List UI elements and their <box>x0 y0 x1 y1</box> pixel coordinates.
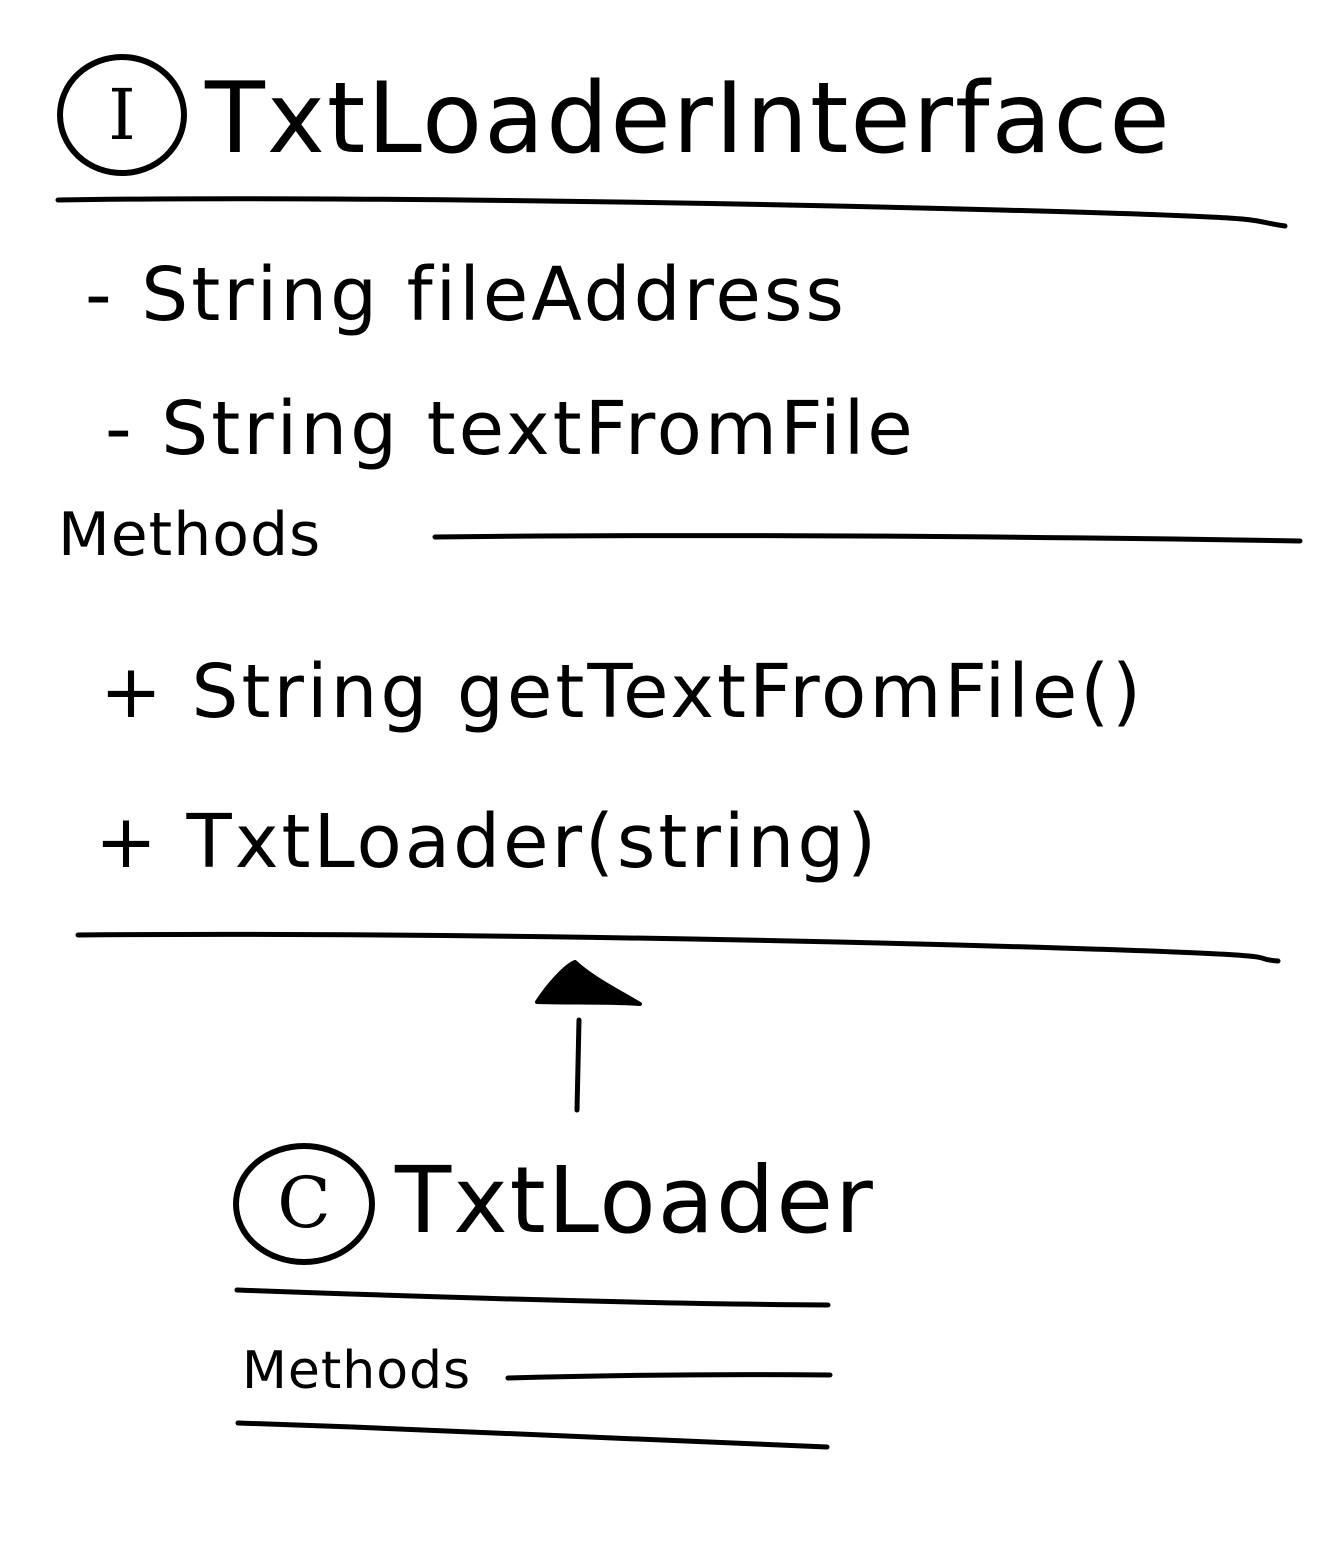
interface-badge-letter: I <box>108 74 136 156</box>
interface-methods-label: Methods <box>58 500 322 570</box>
interface-method: + String getTextFromFile() <box>100 649 1144 735</box>
interface-attribute: - String fileAddress <box>85 252 847 338</box>
interface-methods-divider <box>432 533 1303 544</box>
interface-title: TxtLoaderInterface <box>205 62 1172 176</box>
interface-bottom-line <box>75 931 1281 964</box>
interface-badge-circle <box>57 54 187 176</box>
realization-arrow-head <box>535 960 642 1006</box>
class-methods-label: Methods <box>242 1341 472 1401</box>
interface-attribute: - String textFromFile <box>105 386 916 472</box>
interface-method: + TxtLoader(string) <box>95 799 880 885</box>
class-title: TxtLoader <box>395 1147 875 1254</box>
class-bottom-line <box>235 1420 830 1450</box>
interface-header-divider <box>55 196 1288 229</box>
class-methods-divider <box>505 1372 833 1381</box>
class-header-divider <box>234 1287 831 1308</box>
class-badge-circle <box>233 1143 375 1265</box>
realization-arrow-shaft <box>574 1017 582 1113</box>
class-badge-letter: C <box>277 1162 331 1244</box>
